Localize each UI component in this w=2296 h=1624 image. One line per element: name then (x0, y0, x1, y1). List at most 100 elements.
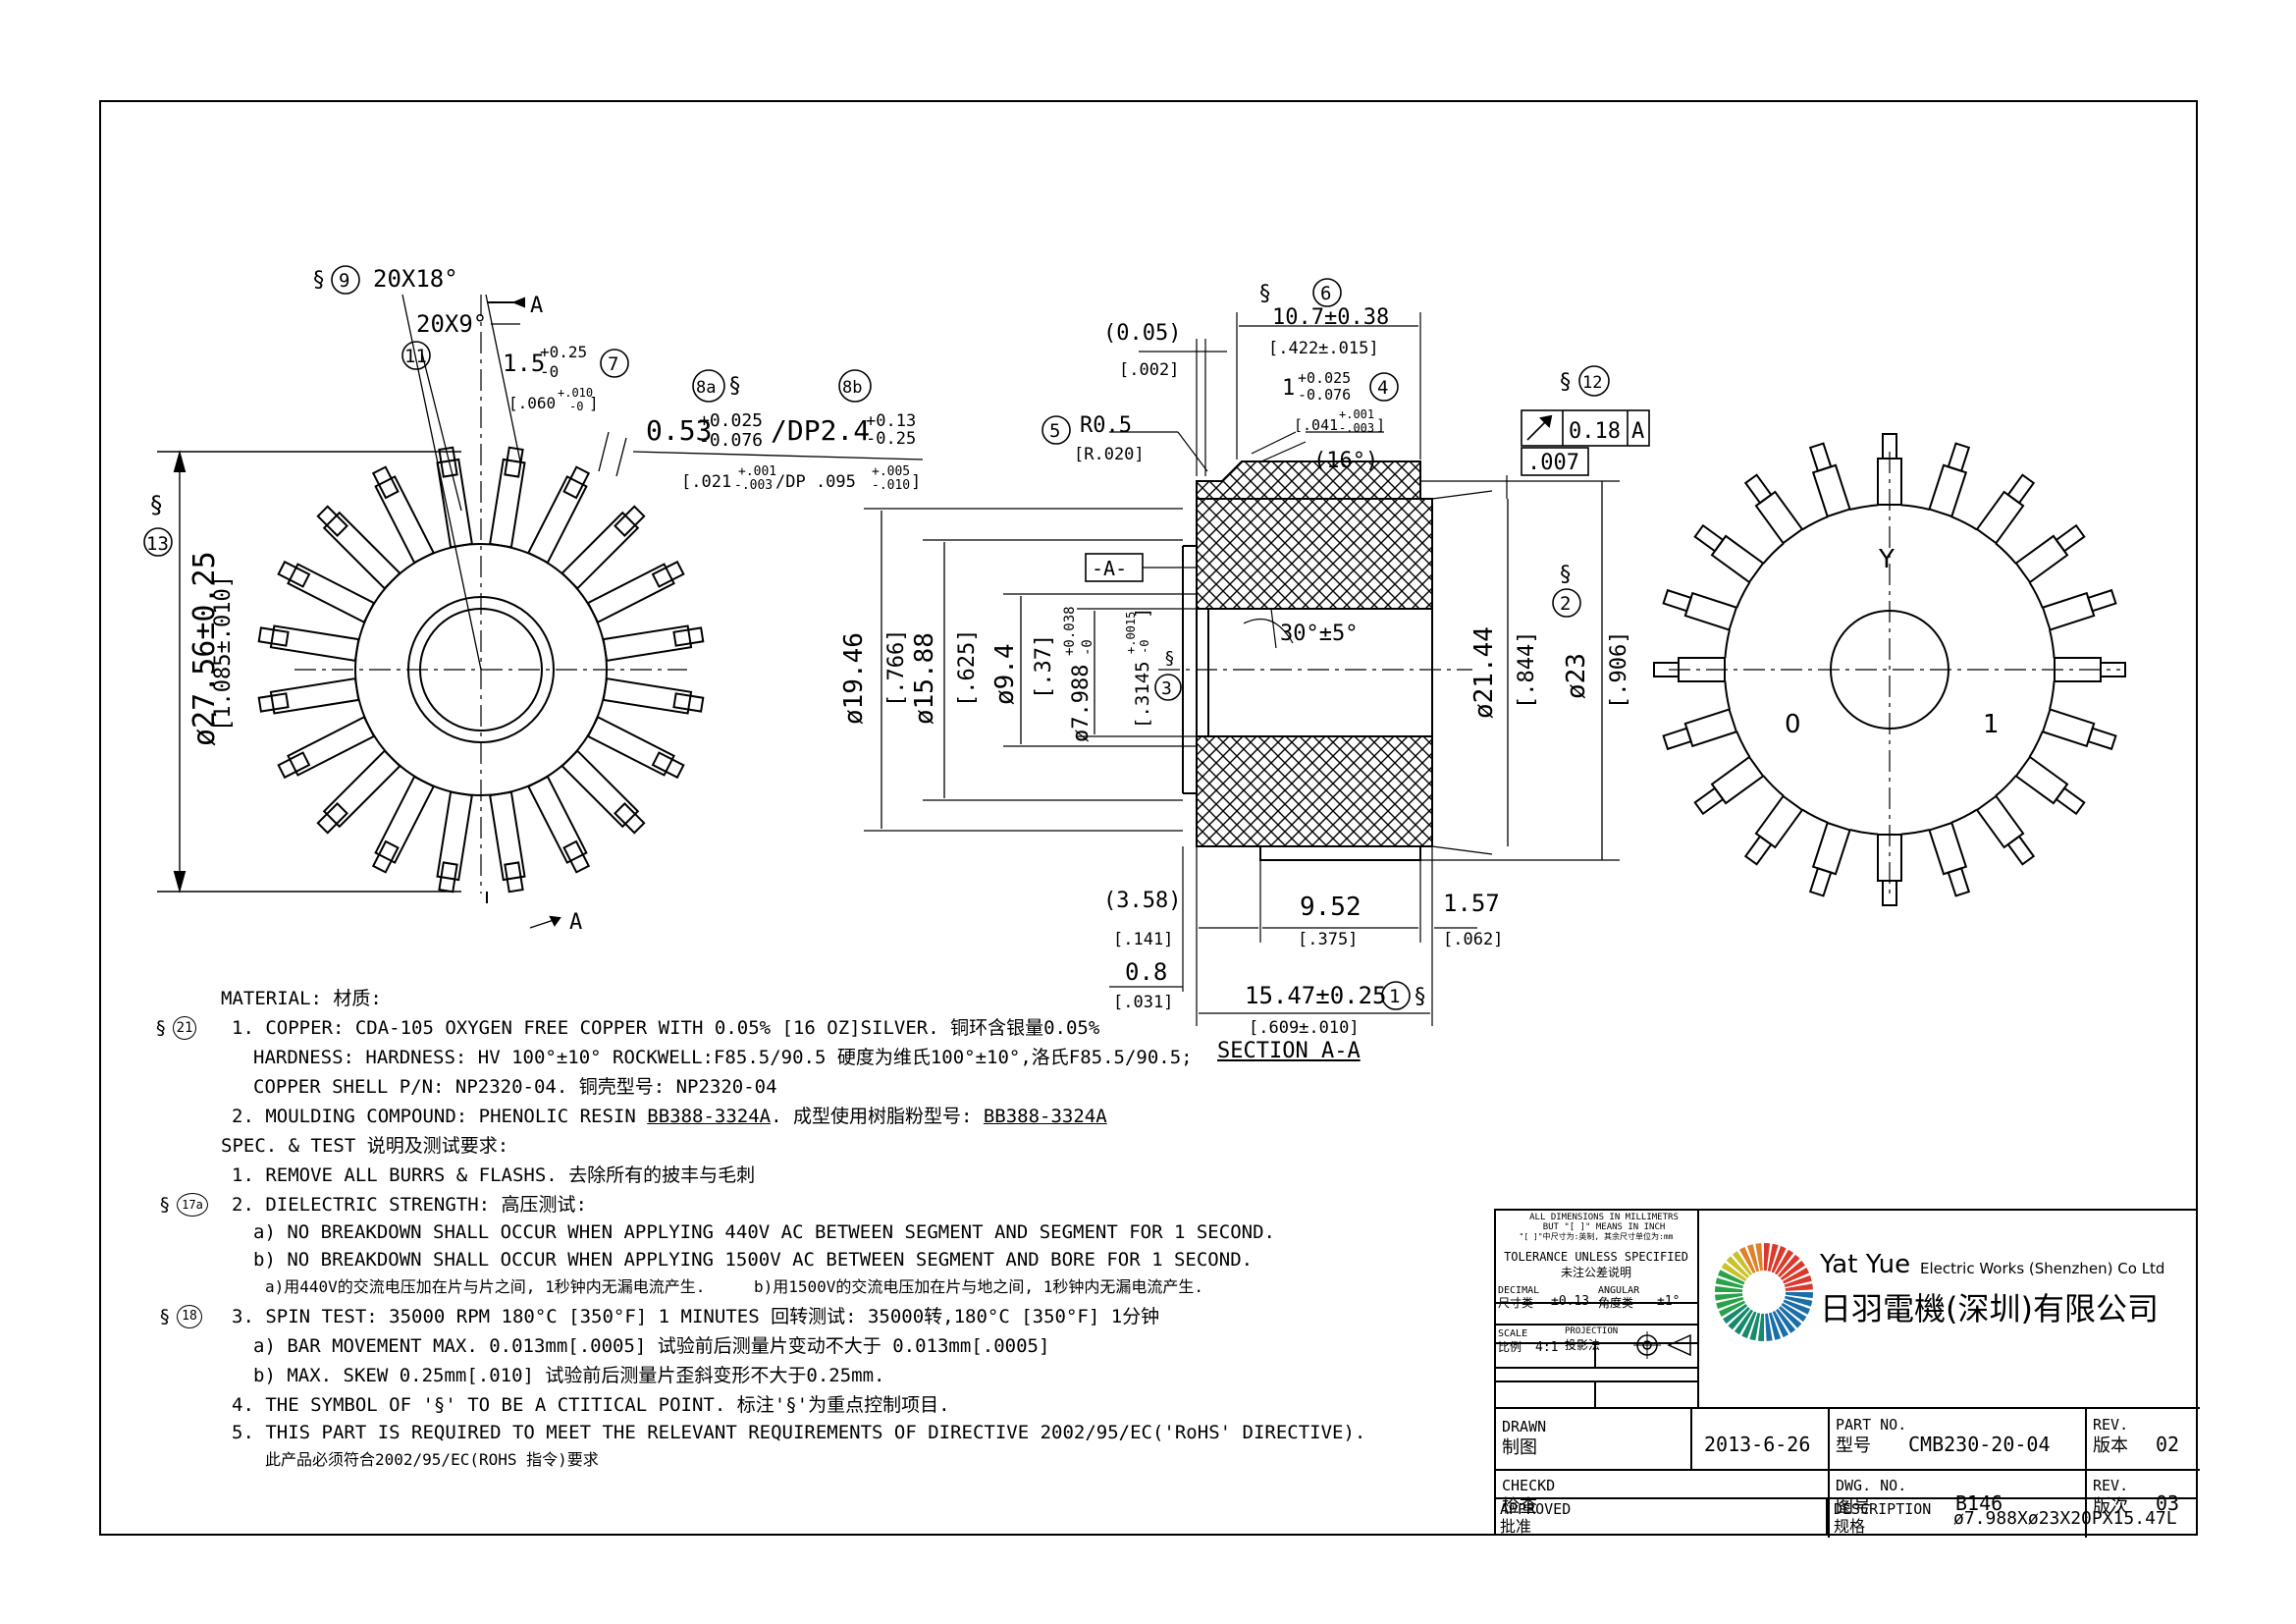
left-segment-hook (651, 560, 685, 588)
tb-tolerance: TOLERANCE UNLESS SPECIFIED (1504, 1250, 1688, 1264)
c7-inch-tol-dn: -0 (569, 400, 583, 413)
tb-approved-cn: 批准 (1500, 1517, 1532, 1536)
left-view-commutator (157, 294, 924, 929)
sec-l358-inch: [.141] (1113, 930, 1173, 949)
right-segment-arc (1950, 808, 1978, 824)
tb-dwg-number: B146 (1955, 1491, 2003, 1515)
tb-checked-label: CHECKD (1502, 1477, 1556, 1494)
tb-drawn-cn: 制图 (1502, 1437, 1537, 1458)
tb-company-cn: 日羽電機(深圳)有限公司 (1820, 1290, 2159, 1327)
note-moulding-cn: . 成型使用树脂粉型号: (771, 1106, 984, 1127)
sec-d1946-inch: [.766] (884, 629, 909, 707)
logo-wedge (1732, 1251, 1753, 1276)
left-segment-hook (562, 465, 591, 500)
right-segment-tab (1808, 442, 1833, 472)
sec-d2144-inch: [.844] (1515, 631, 1539, 709)
sec-callout-4: 4 (1377, 377, 1388, 399)
left-callout-13: 13 (146, 533, 169, 555)
note-dielectric-cn-a: a)用440V的交流电压加在片与片之间, 1秒钟内无漏电流产生. (265, 1277, 706, 1296)
logo-wedge (1721, 1262, 1747, 1281)
logo-wedge (1768, 1312, 1782, 1340)
section-copper-top (1196, 460, 1421, 500)
section-title: SECTION A-A (1217, 1039, 1361, 1063)
section-molding-top (1196, 498, 1433, 610)
left-segment-hook (277, 560, 311, 588)
tb-rev2-cn: 版次 (2093, 1496, 2128, 1517)
sec-length-inch: [.422±.015] (1268, 339, 1379, 358)
right-segment-tab (2087, 727, 2117, 751)
logo-wedge (1726, 1256, 1749, 1278)
right-segment (2041, 708, 2096, 748)
logo-wedge (1716, 1296, 1744, 1310)
tb-rev-label: REV. (2093, 1416, 2129, 1434)
tb-drawn-label: DRAWN (1502, 1418, 1547, 1435)
left-segment (586, 563, 675, 624)
tb-date: 2013-6-26 (1704, 1433, 1811, 1456)
tb-dims-note-3: "[ ]"中尺寸为:英制, 其余尺寸单位为:mm (1519, 1232, 1674, 1241)
right-segment-arc (1735, 731, 1751, 758)
right-segment-tab (2100, 662, 2126, 677)
note-c18-sec: § (159, 1306, 171, 1327)
callout-8b: 8b (842, 378, 862, 398)
right-segment-arc (1801, 808, 1829, 824)
logo-wedge (1715, 1285, 1743, 1292)
logo-wedge (1715, 1293, 1743, 1301)
slot-inch: [.021 (681, 472, 731, 492)
note-dielectric: 2. DIELECTRIC STRENGTH: 高压测试: (232, 1194, 587, 1216)
right-segment-tab (1743, 473, 1773, 505)
sec-c4-value: 1 (1282, 376, 1295, 401)
depth-inch-up: +.005 (872, 464, 910, 479)
logo-wedge (1715, 1277, 1743, 1289)
right-label-1: 1 (1983, 710, 2000, 739)
sec-callout-1: 1 (1389, 986, 1400, 1007)
logo-wedge (1718, 1300, 1745, 1317)
tb-rev2: 03 (2156, 1491, 2180, 1515)
tb-row3-line (1494, 1497, 2198, 1499)
right-segment-arc (1950, 515, 1978, 531)
sec-c4-up: +0.025 (1298, 369, 1351, 387)
sec-c12-sec: § (1559, 370, 1572, 395)
right-segment-tab (2055, 786, 2086, 816)
sec-callout-2: 2 (1560, 593, 1571, 615)
note-spin: 3. SPIN TEST: 35000 RPM 180°C [350°F] 1 … (232, 1306, 1160, 1327)
logo-wedge (1772, 1311, 1789, 1338)
note-resin-code: BB388-3324A (647, 1106, 772, 1127)
logo-wedge (1755, 1243, 1763, 1272)
logo-center (1746, 1274, 1782, 1310)
logo-wedge (1780, 1260, 1805, 1281)
sec-l952: 9.52 (1300, 893, 1362, 922)
sec-c4-inch-up: +.001 (1339, 407, 1374, 421)
tb-rev: 02 (2156, 1433, 2180, 1456)
tb-description: ø7.988Xø23X20PX15.47L (1953, 1508, 2177, 1529)
sec-bore-inch-up: +.0015 (1124, 612, 1138, 654)
logo-wedge (1723, 1303, 1748, 1325)
note-copper-shell: COPPER SHELL P/N: NP2320-04. 铜壳型号: NP232… (253, 1076, 777, 1098)
sec-l157-inch: [.062] (1443, 930, 1503, 949)
cut-a-top: A (530, 294, 543, 318)
right-segment (1811, 463, 1851, 518)
right-segment-tab (1693, 786, 1725, 816)
tb-approved-label: APPROVED (1500, 1500, 1572, 1518)
right-segment-tab (1743, 835, 1773, 866)
sec-bore-inch-close: ] (1132, 608, 1153, 619)
left-segment-hook (614, 505, 646, 537)
sec-length: 10.7±0.38 (1272, 305, 1389, 330)
logo-wedge (1765, 1313, 1773, 1341)
right-segment (1683, 708, 1738, 748)
sec-c4-dn: -0.076 (1298, 386, 1351, 404)
logo-wedge (1785, 1283, 1813, 1291)
sec-c4-inch-dn: -.003 (1339, 421, 1374, 435)
sec-l1547: 15.47±0.25 (1245, 982, 1387, 1009)
sec-callout-3: 3 (1161, 678, 1172, 699)
note-symbol: 4. THE SYMBOL OF '§' TO BE A CTITICAL PO… (232, 1394, 950, 1416)
sec-c4-inch-close: ] (1376, 416, 1385, 434)
logo-wedge (1783, 1299, 1810, 1315)
logo-wedge (1785, 1292, 1813, 1299)
left-segment-hook (672, 692, 705, 713)
tb-part-cn: 型号 (1836, 1435, 1871, 1456)
sec-angle-16: (16°) (1313, 449, 1378, 473)
sec-d94: ø9.4 (990, 643, 1020, 705)
note-resin-code-cn: BB388-3324A (983, 1106, 1107, 1127)
left-diameter: ø27.56±0.25 (187, 551, 222, 746)
company-logo-icon (1715, 1243, 1813, 1341)
